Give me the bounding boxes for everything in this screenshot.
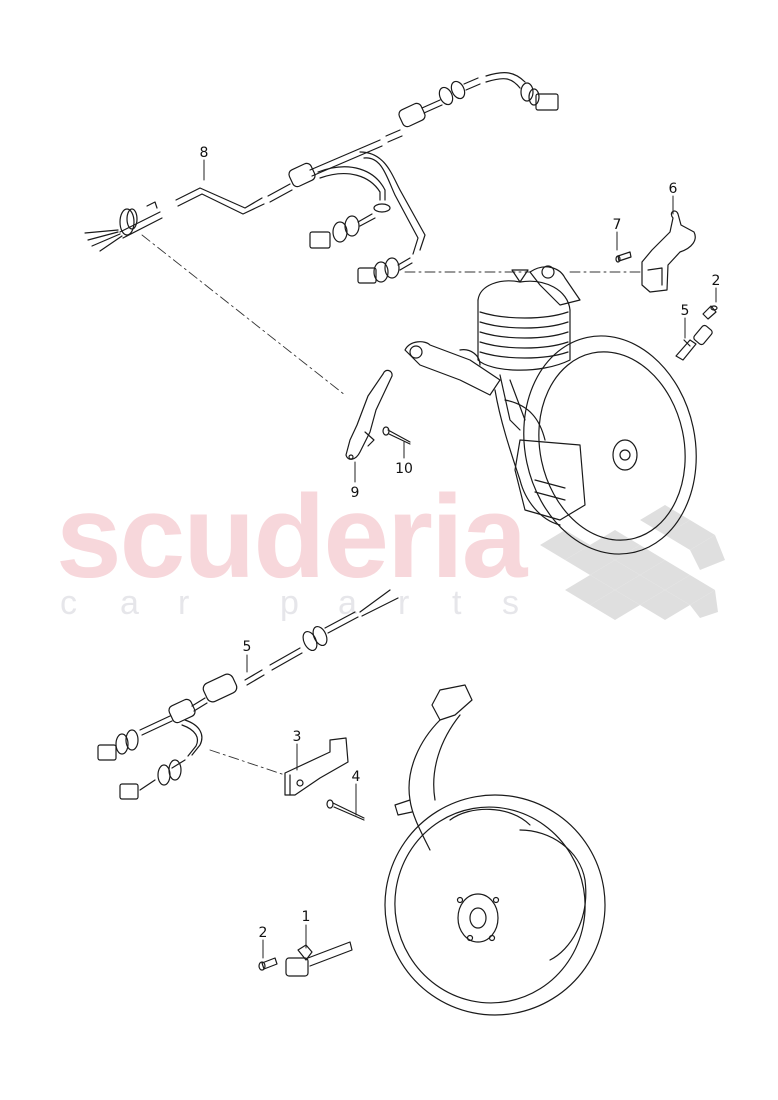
leader-lines — [141, 234, 641, 776]
callout-11[interactable]: 10 — [395, 461, 413, 477]
rear-suspension-assembly — [404, 265, 697, 555]
callout-5[interactable]: 5 — [242, 639, 252, 655]
callout-4[interactable]: 4 — [351, 769, 361, 785]
callout-8[interactable]: 7 — [612, 217, 622, 233]
front-bracket-3 — [284, 737, 349, 796]
watermark-letter: c — [60, 584, 77, 622]
bolt-8 — [615, 251, 632, 263]
callout-leaders — [203, 159, 717, 959]
rear-bracket-10 — [345, 369, 393, 460]
front-knuckle-assembly — [384, 684, 606, 1016]
callout-3[interactable]: 3 — [292, 729, 302, 745]
callout-2-rear[interactable]: 2 — [711, 273, 721, 289]
callout-7[interactable]: 6 — [668, 181, 678, 197]
watermark-letter: a — [338, 584, 357, 622]
watermark-letter: r — [398, 584, 410, 622]
watermark-letter: t — [452, 584, 462, 622]
callout-1[interactable]: 1 — [301, 909, 311, 925]
rear-bracket-7 — [641, 210, 696, 293]
callout-6[interactable]: 5 — [680, 303, 690, 319]
checkered-flag-icon — [540, 505, 725, 620]
rear-speed-sensor-6 — [675, 324, 713, 361]
bolt-2-rear — [702, 305, 718, 320]
rivet-4 — [326, 799, 365, 821]
watermark-letter: r — [178, 584, 190, 622]
front-speed-sensor-1 — [285, 941, 353, 977]
watermark-letter: p — [280, 584, 299, 622]
callout-9[interactable]: 8 — [199, 145, 209, 161]
watermark-letter: s — [502, 584, 519, 622]
bolt-2-front — [258, 957, 278, 971]
rear-wiring-harness — [84, 72, 559, 284]
watermark-letter: a — [120, 584, 139, 622]
rivet-11 — [382, 426, 411, 445]
callout-10[interactable]: 9 — [350, 485, 360, 501]
front-wiring-harness — [97, 589, 399, 800]
callout-2-front[interactable]: 2 — [258, 925, 268, 941]
watermark-brand: scuderia — [56, 471, 527, 603]
